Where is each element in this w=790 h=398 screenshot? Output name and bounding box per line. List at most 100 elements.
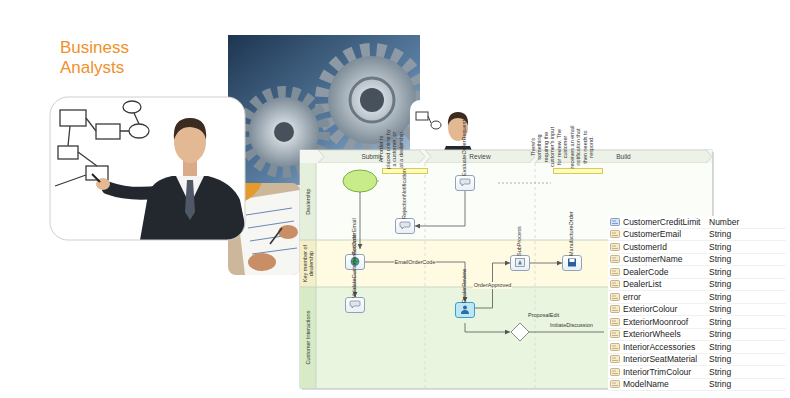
flowchart-sketch [428,116,431,123]
type-icon [610,330,620,338]
table-row: ExteriorColourString [608,304,786,317]
type-icon [610,293,620,301]
field-type: String [709,242,731,252]
process-panel [300,150,712,163]
task-label: RejectionNotification [396,167,412,221]
gears-photo [274,122,294,142]
type-icon [612,333,618,336]
field-name: InteriorAccessories [623,342,709,352]
field-type: String [709,379,731,389]
analyst-photo [185,180,195,220]
field-type: String [709,367,731,377]
type-icon [611,331,620,338]
documents-photo [236,190,300,275]
field-name: error [623,292,709,302]
gateway-diamond [511,323,529,341]
field-type: String [709,254,731,264]
process-panel [300,287,316,388]
type-icon [610,243,620,251]
task-icon [516,259,525,267]
table-row: CustomerEmailString [608,229,786,242]
task-box: RejectionNotification [395,218,415,234]
flow-label: OrderApproved [473,282,513,289]
table-row: InteriorSeatMaterialString [608,354,786,367]
table-row: DealerCodeString [608,266,786,279]
task-icon [349,300,361,309]
phase-label: Build [535,150,712,163]
task-box: ValidateCustomerAccount [345,297,365,313]
table-row: CustomerIdString [608,241,786,254]
lane-label: Key member of dealership [300,240,316,287]
gateway-diamond [511,323,529,341]
type-icon [611,293,620,300]
page-title: Business Analysts [60,38,152,78]
start-event [343,170,377,192]
type-icon [610,380,620,388]
chevron-shape [318,150,425,163]
gears-photo [360,88,384,112]
field-name: ExteriorWheels [623,329,709,339]
field-type: String [709,317,731,327]
type-icon [610,318,620,326]
association-lines [498,183,551,184]
type-icon [612,233,618,236]
process-panel [300,163,316,240]
flowchart-sketch [55,101,149,186]
field-type: Number [709,217,739,227]
lane-label: Customer Interactions [300,287,316,388]
type-icon [612,246,618,249]
flow-lines [360,192,604,332]
type-icon [611,243,620,250]
flow-lines [360,192,361,249]
type-icon [612,308,618,311]
type-icon [612,221,618,224]
field-name: CustomerCreditLimit [623,217,709,227]
type-icon [612,358,618,361]
flow-label: InitiateDiscussion [549,322,594,329]
gears-photo [350,78,394,122]
flow-label: EmailOrderCode [394,259,437,266]
field-name: ExteriorMoonroof [623,317,709,327]
field-type: String [709,304,731,314]
type-icon [610,305,620,313]
flow-label: ProposalEdit [527,312,560,319]
type-icon [612,371,618,374]
type-icon [612,321,618,324]
note-text: There's something requiring the customer… [554,123,570,171]
task-icon [568,259,576,267]
flow-lines [465,323,510,332]
flowchart-sketch [123,101,141,113]
documents-photo [278,225,298,239]
table-row: DealerListString [608,279,786,292]
table-row: ModelNameString [608,379,786,392]
association-lines [377,181,381,182]
task-box: DealerReview [455,302,475,318]
photo-frame [50,97,245,240]
task-icon [461,306,469,314]
type-icon [612,383,618,386]
table-row: InteriorTrimColourString [608,366,786,379]
type-icon [612,271,618,274]
task-box: SubProcess [510,255,530,271]
type-icon [611,268,620,275]
type-icon [610,280,620,288]
table-row: ExteriorWheelsString [608,329,786,342]
flowchart-sketch [416,112,428,120]
flowchart-sketch [60,110,86,126]
type-icon [611,343,620,350]
type-icon [611,356,620,363]
type-icon [611,381,620,388]
type-icon [611,218,620,225]
flowchart-sketch [58,146,78,159]
flowchart-sketch [55,113,139,186]
documents-photo [270,228,282,244]
process-panel [300,240,316,287]
field-name: CustomerEmail [623,229,709,239]
task-box: ManufactureOrder [562,255,582,271]
type-icon [611,256,620,263]
type-icon [610,343,620,351]
task-label: DealerReview [456,267,472,305]
task-icon [459,178,471,187]
sequence-flow [415,191,465,226]
table-row: InteriorAccessoriesString [608,341,786,354]
